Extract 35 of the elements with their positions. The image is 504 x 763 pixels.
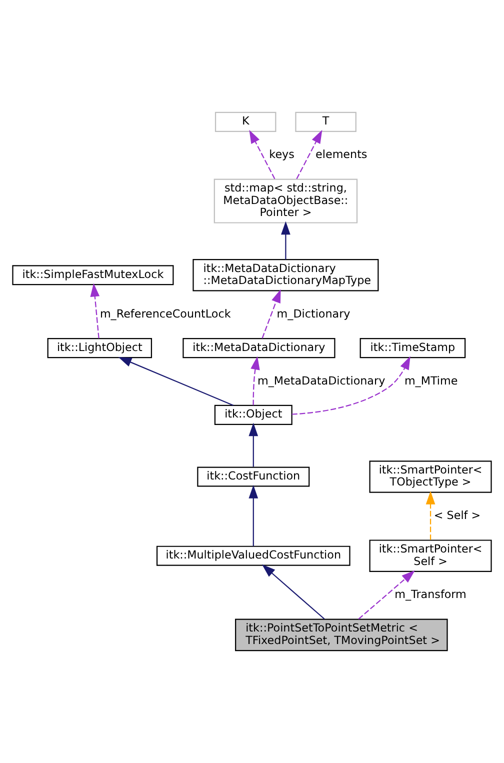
- node-box: itk::MultipleValuedCostFunction: [156, 546, 350, 566]
- edge-label: m_MetaDataDictionary: [258, 374, 386, 388]
- edge-label: < Self >: [434, 509, 481, 522]
- edge-label: m_Transform: [394, 588, 466, 602]
- edge-label: m_ReferenceCountLock: [100, 307, 231, 320]
- arrow: [248, 484, 258, 546]
- node-box: itk::LightObject: [47, 338, 152, 358]
- node-box: itk::SimpleFastMutexLock: [12, 265, 174, 286]
- node-box: itk::CostFunction: [197, 466, 310, 487]
- node-box: itk::PointSetToPointSetMetric < TFixedPointSet, TMovingPointSet >: [235, 618, 448, 652]
- arrow: [90, 283, 100, 338]
- arrow: [248, 422, 258, 467]
- arrow: [358, 570, 415, 620]
- node-box: itk::SmartPointer< TObjectType >: [369, 460, 492, 493]
- arrow: [249, 130, 276, 180]
- arrow: [426, 490, 436, 540]
- node-box: itk::Object: [214, 404, 292, 425]
- arrow: [262, 564, 325, 620]
- arrow: [250, 356, 260, 406]
- node-box: itk::SmartPointer< Self >: [369, 540, 492, 572]
- edge-label: m_MTime: [404, 374, 458, 388]
- arrow: [292, 356, 410, 415]
- node-box: std::map< std::string, MetaDataObjectBase:: Pointer >: [214, 178, 358, 224]
- edge-label: keys: [269, 148, 294, 162]
- node-box: itk::MetaDataDictionary ::MetaDataDictionaryMapType: [192, 258, 379, 292]
- node-box: itk::TimeStamp: [360, 338, 466, 358]
- edge-label: elements: [316, 148, 368, 162]
- arrow: [262, 289, 281, 338]
- edge-label: m_Dictionary: [276, 307, 350, 320]
- node-box: K: [214, 112, 276, 132]
- arrow: [118, 356, 234, 406]
- arrow: [296, 130, 322, 180]
- node-box: T: [295, 112, 356, 132]
- node-box: itk::MetaDataDictionary: [182, 338, 336, 358]
- arrow: [281, 221, 290, 260]
